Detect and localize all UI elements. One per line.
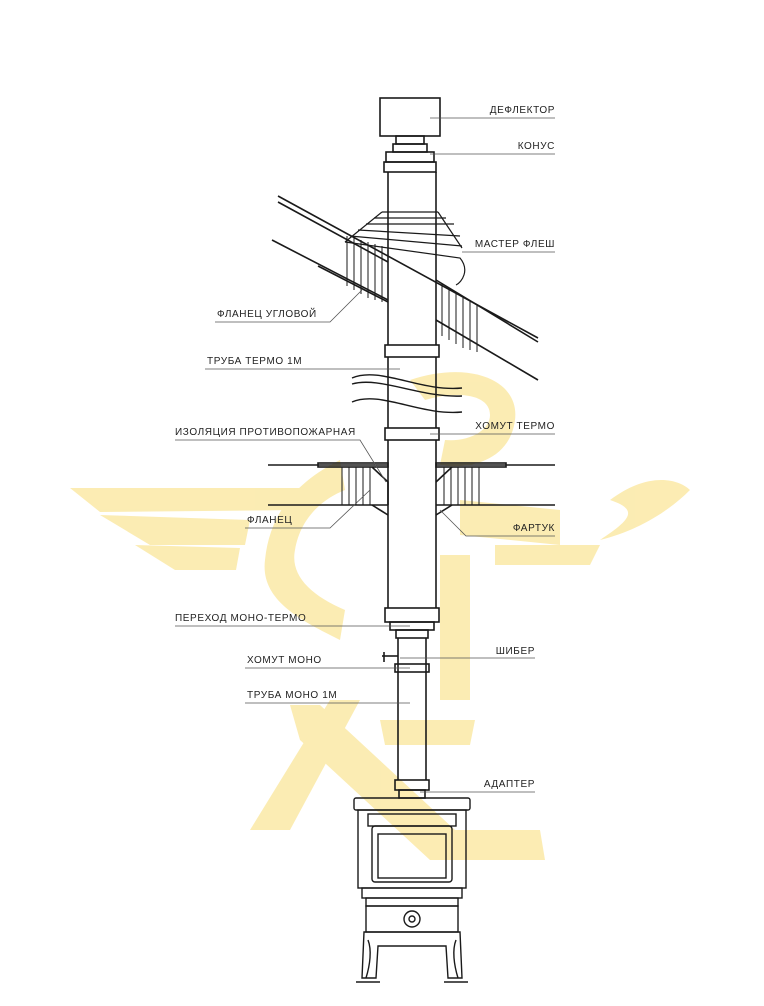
label-corner-flange: ФЛАНЕЦ УГЛОВОЙ [217, 309, 317, 320]
label-cone: КОНУС [517, 141, 555, 152]
mono-thermo-adapter-shape [384, 607, 440, 623]
flange-shape [371, 466, 453, 516]
label-damper: ШИБЕР [495, 646, 535, 657]
damper-shape [382, 652, 398, 662]
corner-flange-shape [346, 236, 478, 352]
label-adapter: АДАПТЕР [483, 779, 535, 790]
label-apron: ФАРТУК [512, 523, 555, 534]
cone-shape [385, 151, 435, 163]
ceiling [268, 462, 555, 506]
deflector-shape [379, 97, 441, 137]
roof [271, 195, 539, 381]
break-symbol [351, 374, 463, 414]
fire-insulation-shape [341, 467, 480, 505]
stove [353, 797, 471, 983]
label-master-flash: МАСТЕР ФЛЕШ [474, 239, 555, 250]
label-deflector: ДЕФЛЕКТОР [489, 105, 555, 116]
leader-flange [245, 489, 371, 529]
leader-fire-insulation [175, 439, 387, 483]
label-pipe-thermo: ТРУБА ТЕРМО 1М [207, 356, 303, 367]
label-fire-insulation: ИЗОЛЯЦИЯ ПРОТИВОПОЖАРНАЯ [175, 427, 356, 438]
label-clamp-thermo: ХОМУТ ТЕРМО [475, 421, 555, 432]
leader-corner-flange [215, 289, 363, 323]
label-clamp-mono: ХОМУТ МОНО [247, 655, 322, 666]
leader-apron [439, 509, 555, 537]
deflector-neck [395, 135, 425, 145]
label-mono-thermo-adapter: ПЕРЕХОД МОНО-ТЕРМО [175, 613, 307, 624]
master-flash-shape [344, 211, 466, 286]
label-flange: ФЛАНЕЦ [247, 515, 293, 526]
label-pipe-mono: ТРУБА МОНО 1М [247, 690, 338, 701]
watermark-logo [70, 372, 690, 860]
